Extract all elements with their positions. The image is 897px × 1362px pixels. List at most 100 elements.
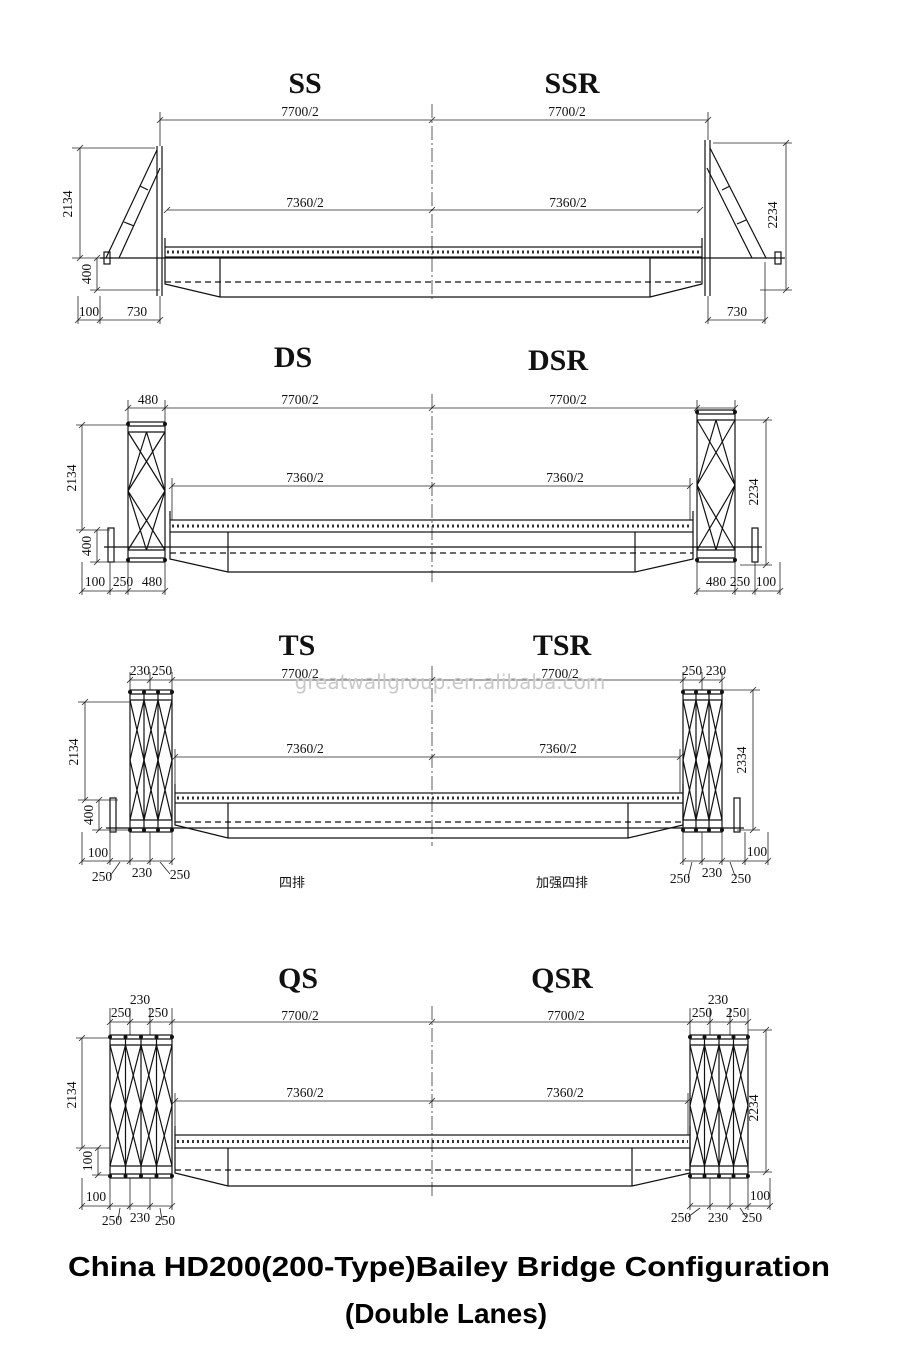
right-truss: [695, 409, 737, 563]
truss-diagonal: [708, 699, 723, 761]
note-reinforced-four-row: 加强四排: [536, 876, 588, 891]
bolt: [154, 1174, 159, 1178]
panel-ts-linework: [78, 666, 772, 879]
left-height-label: 2134: [60, 190, 75, 217]
bottom-left-dim: 100: [86, 1189, 107, 1204]
dimension-tick: [428, 676, 436, 684]
dimension-tick: [78, 1034, 86, 1042]
dimension-tick: [78, 421, 86, 429]
clear-span-label-left: 7360/2: [286, 1085, 324, 1100]
raker-tie: [721, 185, 731, 191]
right-height-label: 2234: [765, 201, 780, 228]
truss-width-label: 250: [148, 1005, 169, 1020]
bottom-left-dim: 250: [170, 867, 191, 882]
leader-line: [739, 1207, 747, 1218]
caption-subtitle: (Double Lanes): [345, 1298, 547, 1329]
left-height-label: 2134: [64, 1081, 79, 1108]
bottom-right-dim: 100: [750, 1188, 771, 1203]
bottom-left-dim: 250: [155, 1213, 176, 1228]
bottom-left-dim: 230: [130, 1210, 151, 1225]
bolt: [142, 690, 146, 694]
bolt: [156, 828, 160, 832]
left-base-label: 400: [79, 264, 94, 285]
bottom-left-dim: 250: [92, 869, 113, 884]
bolt: [731, 1174, 736, 1178]
truss-diagonal: [732, 1044, 749, 1106]
truss-width-label: 480: [138, 392, 159, 407]
bolt: [746, 1035, 750, 1039]
leader-line: [117, 1207, 121, 1221]
bottom-left-dim: 250: [113, 574, 134, 589]
truss-width-label: 230: [706, 663, 727, 678]
config-label-dsr: DSR: [528, 344, 588, 377]
truss-frame: [129, 689, 173, 833]
transom-end-post: [774, 251, 782, 265]
caption-title: China HD200(200-Type)Bailey Bridge Confi…: [68, 1251, 830, 1282]
truss-diagonal: [715, 419, 736, 486]
bolt: [702, 1035, 707, 1039]
bolt: [694, 690, 698, 694]
span-label-right: 7700/2: [541, 666, 579, 681]
config-label-ds: DS: [274, 341, 312, 374]
bolt: [681, 828, 685, 832]
panel-ss-linework: [72, 104, 792, 324]
clear-span-label-left: 7360/2: [286, 470, 324, 485]
deck-and-girder: [169, 511, 694, 573]
truss-diagonal: [695, 759, 710, 821]
panel-ds-linework: [76, 394, 784, 595]
horizontal-dimension: [106, 1018, 752, 1026]
clear-span-label-left: 7360/2: [286, 741, 324, 756]
truss-diagonal: [143, 759, 159, 821]
truss-diagonal: [129, 759, 145, 821]
truss-diagonal: [689, 1044, 706, 1106]
truss-frame: [682, 689, 723, 833]
truss-diagonal: [124, 1044, 142, 1106]
bolt: [695, 558, 699, 562]
truss-width-label: 230: [130, 992, 151, 1007]
panel-qs-linework: [76, 1006, 774, 1221]
truss-posts: [156, 140, 711, 296]
truss-diagonal: [140, 1044, 158, 1106]
dimension-tick: [93, 254, 101, 262]
vertical-dimension: [782, 139, 790, 294]
truss-width-label: 250: [726, 1005, 747, 1020]
truss-diagonal: [696, 484, 736, 551]
raker-tie: [139, 185, 149, 191]
bolt: [717, 1035, 721, 1039]
truss-diagonal: [124, 1105, 142, 1167]
truss-diagonal: [703, 1044, 720, 1106]
bottom-left-dim: 250: [102, 1213, 123, 1228]
truss-diagonal: [127, 431, 148, 492]
dimension-tick: [93, 526, 101, 534]
truss-diagonal: [143, 699, 159, 761]
bolt: [170, 1035, 174, 1039]
bolt: [123, 1035, 128, 1039]
bolt: [720, 690, 724, 694]
truss-width-label: 230: [708, 992, 729, 1007]
truss-diagonal: [695, 699, 710, 761]
span-label-right: 7700/2: [549, 392, 587, 407]
truss-width-label: 250: [152, 663, 173, 678]
vertical-dimension: [78, 1034, 86, 1152]
left-base-label: 400: [81, 805, 96, 826]
bottom-left-dim: 730: [127, 304, 148, 319]
dimension-tick: [76, 144, 84, 152]
bolt: [707, 690, 711, 694]
horizontal-dimension: [156, 116, 712, 124]
leader-line: [159, 861, 171, 875]
panel-ds: DS DSR 480 7700/2 7700/2 7360/2 7360/2 2…: [64, 341, 784, 595]
vertical-dimension: [762, 416, 770, 569]
dimension-tick: [428, 206, 436, 214]
bolt: [128, 690, 132, 694]
bolt: [720, 828, 724, 832]
deck-and-girder: [174, 1126, 691, 1187]
vertical-dimension: [81, 698, 89, 804]
dimension-tick: [762, 416, 770, 424]
clear-span-label-left: 7360/2: [286, 195, 324, 210]
leader-line: [729, 861, 736, 877]
transom-end-post: [103, 251, 111, 265]
transom-end-post: [107, 527, 115, 563]
truss-diagonal: [703, 1105, 720, 1167]
dimension-tick: [428, 116, 436, 124]
